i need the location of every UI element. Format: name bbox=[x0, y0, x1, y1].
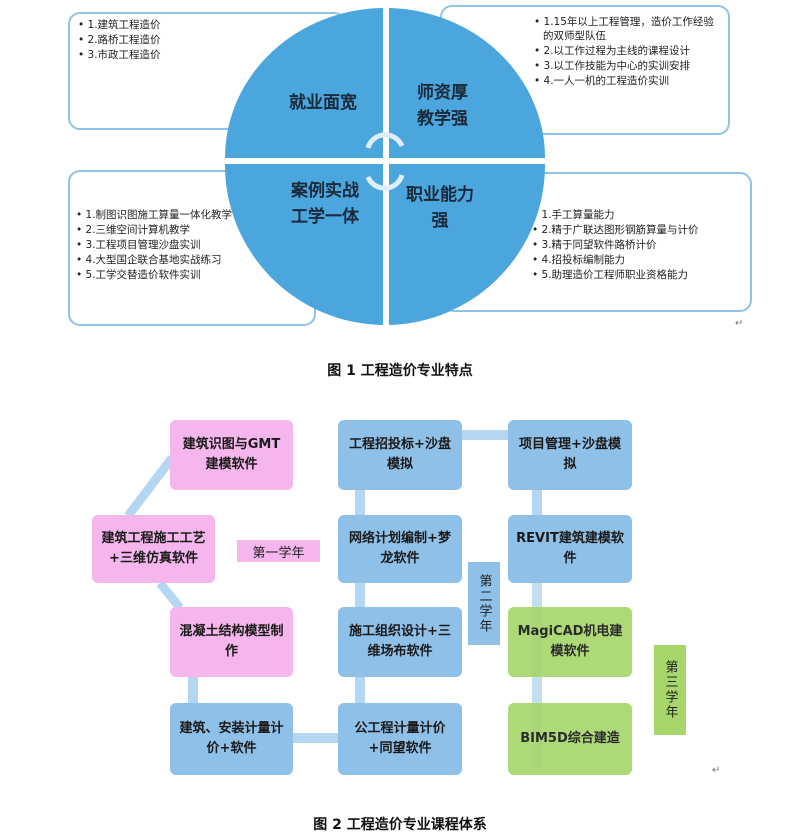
connector bbox=[156, 580, 184, 611]
list-item: 1.建筑工程造价 bbox=[78, 18, 336, 32]
quadrant-label: 就业面宽 bbox=[289, 93, 357, 113]
return-mark: ↵ bbox=[735, 318, 744, 329]
course-box: 工程招投标+沙盘模拟 bbox=[338, 420, 462, 490]
list-item: 4.招投标编制能力 bbox=[532, 253, 744, 267]
list-item: 5.工学交替造价软件实训 bbox=[76, 268, 308, 282]
connector bbox=[355, 490, 365, 515]
connectors bbox=[124, 455, 184, 611]
quadrant-label: 案例实战 工学一体 bbox=[291, 181, 359, 227]
list-item: 2.精于广联达图形钢筋算量与计价 bbox=[532, 223, 744, 237]
year2-label: 第二学年 bbox=[468, 562, 500, 645]
list-item: 2.路桥工程造价 bbox=[78, 33, 336, 47]
year3-label: 第三学年 bbox=[654, 645, 686, 735]
year1-label: 第一学年 bbox=[237, 540, 320, 562]
course-box: 建筑、安装计量计价+软件 bbox=[170, 703, 293, 775]
course-box: 混凝土结构模型制作 bbox=[170, 607, 293, 677]
return-mark: ↵ bbox=[712, 765, 721, 776]
connector bbox=[355, 677, 365, 703]
list-item: 3.市政工程造价 bbox=[78, 48, 336, 62]
list-item: 2.以工作过程为主线的课程设计 bbox=[534, 44, 720, 58]
quadrant-top-left bbox=[225, 8, 383, 158]
list-item: 3.以工作技能为中心的实训安排 bbox=[534, 59, 720, 73]
connector bbox=[124, 455, 176, 519]
list-item: 2.三维空间计算机教学 bbox=[76, 223, 308, 237]
connector bbox=[293, 733, 338, 743]
quadrant-bottom-left bbox=[224, 164, 383, 325]
figure2-caption: 图 2 工程造价专业课程体系 bbox=[313, 817, 487, 833]
course-box: 建筑识图与GMT建模软件 bbox=[170, 420, 293, 490]
connector bbox=[462, 430, 508, 440]
connector bbox=[355, 583, 365, 607]
connector bbox=[532, 490, 542, 515]
figure1-caption: 图 1 工程造价专业特点 bbox=[327, 363, 473, 379]
course-box: 项目管理+沙盘模拟 bbox=[508, 420, 632, 490]
quadrant-circle bbox=[224, 8, 546, 325]
course-box: 网络计划编制+梦龙软件 bbox=[338, 515, 462, 583]
quadrant-label: 师资厚 教学强 bbox=[417, 83, 468, 129]
list-item: 1.手工算量能力 bbox=[532, 208, 744, 222]
list-item: 4.大型国企联合基地实战练习 bbox=[76, 253, 308, 267]
list-item: 5.助理造价工程师职业资格能力 bbox=[532, 268, 744, 282]
course-box: 建筑工程施工工艺+三维仿真软件 bbox=[92, 515, 215, 583]
list-item: 1.15年以上工程管理，造价工作经验的双师型队伍 bbox=[534, 15, 720, 43]
list-item: 4.一人一机的工程造价实训 bbox=[534, 74, 720, 88]
course-box: MagiCAD机电建模软件 bbox=[508, 607, 632, 677]
quadrant-top-right bbox=[389, 8, 546, 158]
cycle-arrow-icon bbox=[365, 132, 405, 149]
course-box: 施工组织设计+三维场布软件 bbox=[338, 607, 462, 677]
list-item: 1.制图识图施工算量一体化教学 bbox=[76, 208, 308, 222]
course-box: BIM5D综合建造 bbox=[508, 703, 632, 775]
course-box: REVIT建筑建模软件 bbox=[508, 515, 632, 583]
connector bbox=[188, 677, 198, 703]
quadrant-label: 职业能力 强 bbox=[406, 185, 474, 231]
cycle-arrow-icon bbox=[365, 174, 405, 191]
list-item: 3.工程项目管理沙盘实训 bbox=[76, 238, 308, 252]
list-item: 3.精于同望软件路桥计价 bbox=[532, 238, 744, 252]
course-box: 公工程计量计价+同望软件 bbox=[338, 703, 462, 775]
quadrant-bottom-right bbox=[389, 164, 546, 325]
